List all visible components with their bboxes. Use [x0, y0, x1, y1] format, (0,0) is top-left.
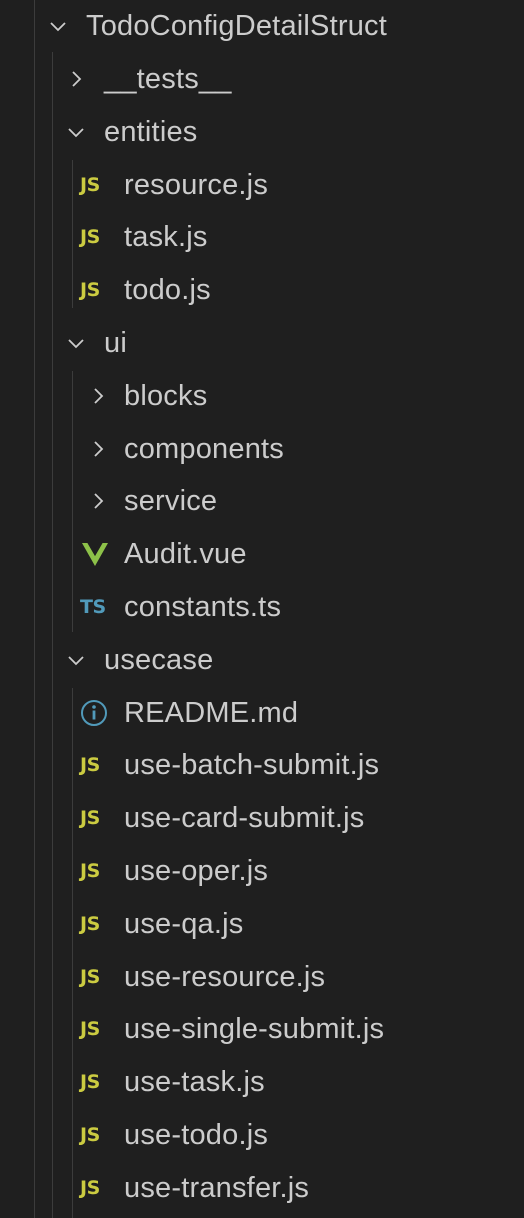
chevron-down-icon[interactable] [64, 120, 88, 144]
file-row[interactable]: JS use-qa.js [0, 898, 524, 950]
file-row[interactable]: JS use-task.js [0, 1056, 524, 1108]
chevron-right-icon[interactable] [64, 67, 88, 91]
chevron-right-icon[interactable] [86, 437, 110, 461]
file-label: use-qa.js [124, 908, 244, 940]
folder-row-entities[interactable]: entities [0, 106, 524, 158]
file-row[interactable]: JS todo.js [0, 264, 524, 316]
js-file-icon: JS [80, 913, 100, 935]
file-row[interactable]: TS constants.ts [0, 581, 524, 633]
js-file-icon: JS [80, 966, 100, 988]
js-file-icon: JS [80, 1071, 100, 1093]
file-label: use-batch-submit.js [124, 749, 380, 781]
file-row[interactable]: JS use-transfer.js [0, 1162, 524, 1214]
file-row[interactable]: Audit.vue [0, 528, 524, 580]
chevron-down-icon[interactable] [64, 648, 88, 672]
js-file-icon: JS [80, 1018, 100, 1040]
indent-guide [72, 160, 73, 308]
file-row[interactable]: JS use-todo.js [0, 1109, 524, 1161]
js-file-icon: JS [80, 226, 100, 248]
file-row[interactable]: JS use-single-submit.js [0, 1003, 524, 1055]
chevron-down-icon[interactable] [46, 14, 70, 38]
ts-file-icon: TS [80, 596, 106, 618]
file-row[interactable]: JS task.js [0, 211, 524, 263]
file-label: use-todo.js [124, 1119, 269, 1151]
folder-label: ui [104, 327, 127, 359]
indent-guide [72, 688, 73, 1218]
folder-label: entities [104, 116, 198, 148]
js-file-icon: JS [80, 807, 100, 829]
file-label: use-oper.js [124, 855, 269, 887]
vue-file-icon [80, 528, 110, 580]
folder-label: usecase [104, 644, 214, 676]
folder-label: service [124, 485, 218, 517]
file-label: use-card-submit.js [124, 802, 365, 834]
folder-label: TodoConfigDetailStruct [86, 10, 387, 42]
indent-guide [34, 0, 35, 1218]
file-label: todo.js [124, 274, 211, 306]
file-row[interactable]: README.md [0, 687, 524, 739]
folder-row-usecase[interactable]: usecase [0, 634, 524, 686]
indent-guide [72, 371, 73, 632]
chevron-right-icon[interactable] [86, 384, 110, 408]
js-file-icon: JS [80, 174, 100, 196]
file-row[interactable]: JS resource.js [0, 159, 524, 211]
file-row[interactable]: JS use-card-submit.js [0, 792, 524, 844]
folder-row-components[interactable]: components [0, 423, 524, 475]
folder-row-ui[interactable]: ui [0, 317, 524, 369]
js-file-icon: JS [80, 279, 100, 301]
folder-row-service[interactable]: service [0, 475, 524, 527]
folder-label: blocks [124, 380, 208, 412]
js-file-icon: JS [80, 1177, 100, 1199]
chevron-down-icon[interactable] [64, 331, 88, 355]
folder-row-root[interactable]: TodoConfigDetailStruct [0, 0, 524, 52]
folder-row-tests[interactable]: __tests__ [0, 53, 524, 105]
file-row[interactable]: JS use-batch-submit.js [0, 739, 524, 791]
chevron-right-icon[interactable] [86, 489, 110, 513]
file-label: task.js [124, 221, 208, 253]
file-label: constants.ts [124, 591, 282, 623]
indent-guide [52, 52, 53, 1218]
file-row[interactable]: JS use-resource.js [0, 951, 524, 1003]
file-label: use-task.js [124, 1066, 265, 1098]
file-label: use-resource.js [124, 961, 326, 993]
js-file-icon: JS [80, 1124, 100, 1146]
info-icon [80, 687, 110, 739]
file-label: use-single-submit.js [124, 1013, 385, 1045]
folder-row-blocks[interactable]: blocks [0, 370, 524, 422]
file-row[interactable]: JS use-oper.js [0, 845, 524, 897]
folder-label: __tests__ [104, 63, 232, 95]
file-label: use-transfer.js [124, 1172, 310, 1204]
file-label: Audit.vue [124, 538, 247, 570]
js-file-icon: JS [80, 754, 100, 776]
js-file-icon: JS [80, 860, 100, 882]
folder-label: components [124, 433, 284, 465]
file-label: README.md [124, 697, 299, 729]
file-label: resource.js [124, 169, 269, 201]
